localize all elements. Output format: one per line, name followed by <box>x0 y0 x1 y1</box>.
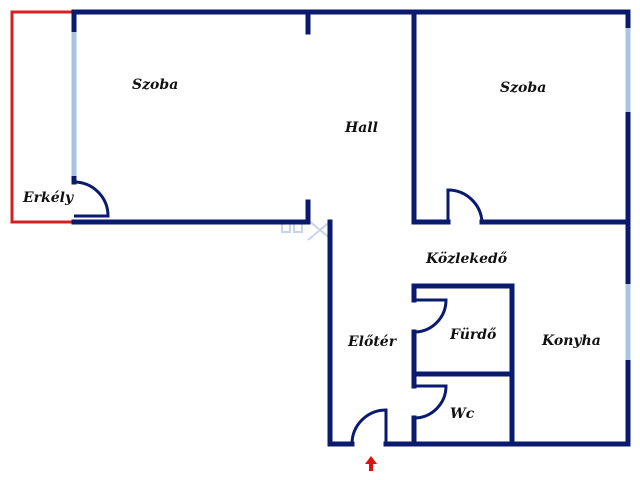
door-entrance <box>350 408 388 445</box>
room-label-room-left: Szoba <box>132 77 178 93</box>
room-label-hall: Hall <box>344 120 378 136</box>
entrance-arrow-icon <box>365 456 377 471</box>
door-room-right <box>446 188 484 223</box>
door-bathroom <box>413 298 448 334</box>
room-label-entrance: Előtér <box>347 334 398 350</box>
room-label-kitchen: Konyha <box>541 333 601 349</box>
balcony-outline <box>10 10 74 224</box>
room-label-toilet: Wc <box>450 406 475 422</box>
door-wc <box>413 384 448 420</box>
room-label-corridor: Közlekedő <box>425 251 508 267</box>
doors <box>73 180 484 445</box>
windows <box>71 28 631 360</box>
door-balcony <box>73 180 110 218</box>
room-label-balcony: Erkély <box>22 190 74 206</box>
room-label-room-right: Szoba <box>500 80 546 96</box>
room-label-bathroom: Fürdő <box>449 327 497 343</box>
